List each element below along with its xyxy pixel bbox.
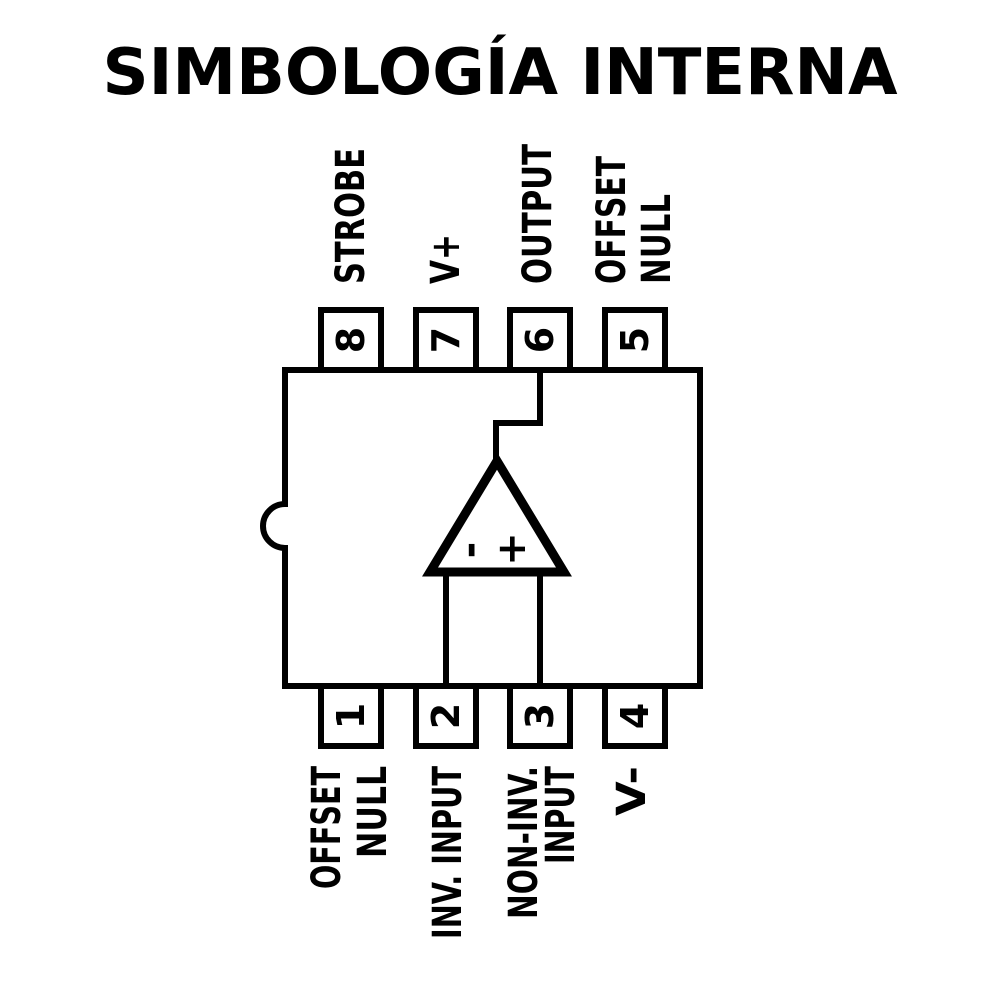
pin-bottom-1: 1 (318, 683, 384, 749)
pin-top-5: 5 (602, 307, 668, 373)
pin-label-offset-null-top-line1: OFFSET (589, 155, 635, 284)
pin-label-offset-null-top-line2: NULL (634, 194, 680, 284)
opamp-minus-sign: - (447, 542, 493, 559)
pin-label-offset-null-bottom-line1: OFFSET (304, 765, 350, 889)
pin-box-2 (413, 683, 479, 749)
pin-number-1: 1 (329, 703, 373, 729)
pin-box-8 (318, 307, 384, 373)
pin-number-7: 7 (424, 327, 468, 353)
pin-bottom-4: 4 (602, 683, 668, 749)
pin-labels-bottom: OFFSET NULL INV. INPUT NON-INV. INPUT V- (304, 765, 655, 939)
pin-top-6: 6 (507, 307, 573, 373)
opamp-plus-sign: + (489, 532, 535, 566)
pin-box-6 (507, 307, 573, 373)
pin-bottom-3: 3 (507, 683, 573, 749)
pin-top-7: 7 (413, 307, 479, 373)
pin-label-non-inv-input-line2: INPUT (538, 765, 584, 864)
pin-box-7 (413, 307, 479, 373)
pin-label-strobe: STROBE (328, 148, 374, 284)
pin-bottom-2: 2 (413, 683, 479, 749)
pin-label-non-inv-input-line1: NON-INV. (501, 766, 547, 919)
pin-label-v-minus: V- (609, 766, 655, 816)
output-trace (493, 364, 543, 464)
pin-label-output: OUTPUT (515, 143, 561, 284)
pin-labels-top: STROBE V+ OUTPUT OFFSET NULL (328, 143, 680, 284)
pin-label-inv-input: INV. INPUT (425, 765, 471, 939)
pin-box-3 (507, 683, 573, 749)
pin-number-6: 6 (518, 327, 562, 353)
opamp-symbol: - + (422, 452, 572, 577)
internal-traces (443, 364, 543, 689)
opamp-triangle (422, 452, 572, 577)
pin-number-3: 3 (518, 703, 562, 729)
pin-box-1 (318, 683, 384, 749)
pin-number-5: 5 (613, 327, 657, 353)
pin-label-offset-null-bottom-line2: NULL (350, 766, 396, 858)
page-title: SIMBOLOGÍA INTERNA (102, 36, 898, 110)
pin-box-5 (602, 307, 668, 373)
pin-top-8: 8 (318, 307, 384, 373)
pin-number-8: 8 (329, 327, 373, 353)
pin-box-4 (602, 683, 668, 749)
pin-number-2: 2 (424, 703, 468, 729)
pin-label-v-plus: V+ (423, 234, 469, 284)
pin-number-4: 4 (613, 703, 657, 729)
